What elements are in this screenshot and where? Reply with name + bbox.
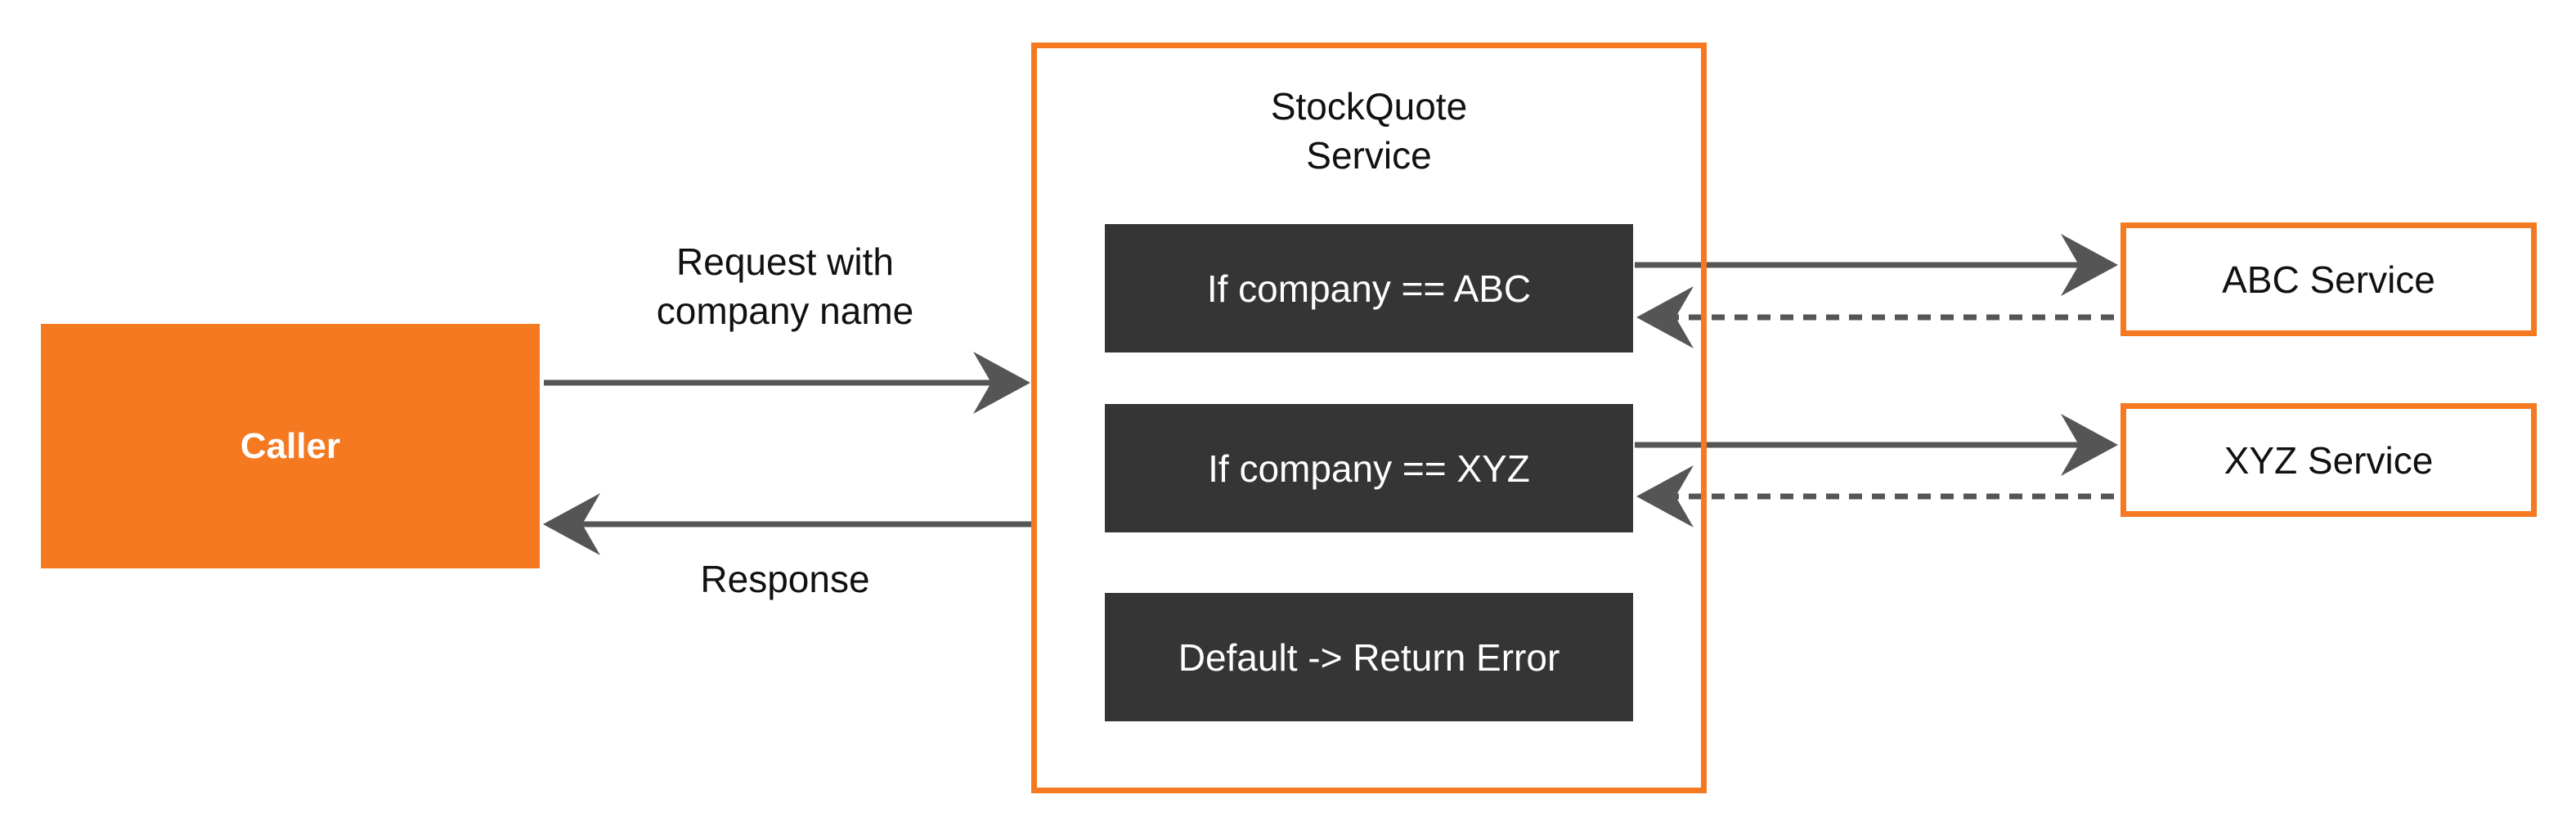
abc-service-node: ABC Service [2120,222,2537,336]
stockquote-service-container [1031,43,1707,793]
response-arrow [543,493,1031,555]
request-label-line2: company name [656,290,914,332]
rule-xyz: If company == XYZ [1105,404,1633,532]
caller-label: Caller [240,425,341,466]
xyz-response-arrow [1636,465,2114,527]
service-title-line2: Service [1306,134,1432,177]
rule-default-label: Default -> Return Error [1178,635,1560,679]
rule-default: Default -> Return Error [1105,593,1633,721]
request-label-line1: Request with [676,240,894,283]
xyz-service-node: XYZ Service [2120,403,2537,517]
abc-request-arrow [1635,234,2118,296]
rule-abc: If company == ABC [1105,224,1633,352]
rule-abc-label: If company == ABC [1206,267,1532,310]
abc-response-arrow [1636,286,2114,348]
request-arrow [544,352,1030,414]
service-title: StockQuote Service [1031,82,1707,180]
caller-node: Caller [41,324,540,568]
service-title-line1: StockQuote [1270,85,1468,128]
response-label-text: Response [700,558,870,600]
xyz-request-arrow [1635,414,2118,476]
request-label: Request with company name [622,237,949,335]
abc-service-label: ABC Service [2222,258,2435,301]
response-label: Response [622,554,949,604]
xyz-service-label: XYZ Service [2224,438,2434,482]
rule-xyz-label: If company == XYZ [1208,447,1530,490]
